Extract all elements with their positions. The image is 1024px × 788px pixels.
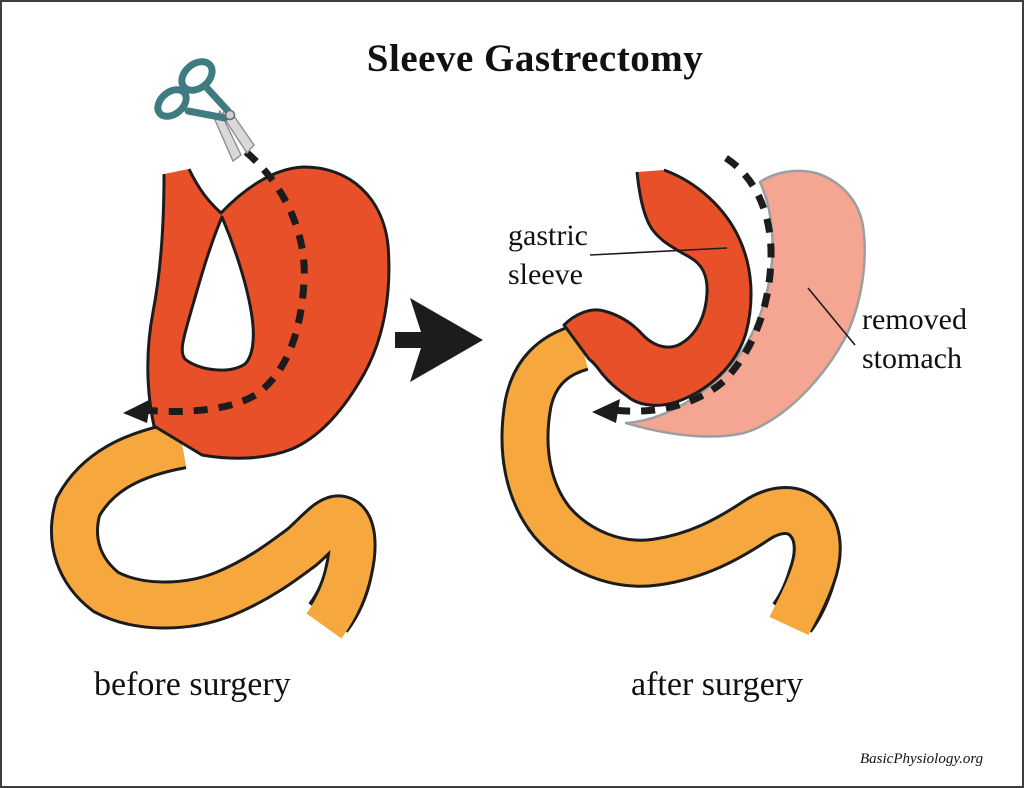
staple-line-dashed [592, 155, 775, 423]
transform-arrow-icon [395, 298, 483, 382]
removed-stomach-label-line2: stomach [862, 342, 962, 375]
scissors-screw [224, 109, 236, 121]
removed-stomach-label-line1: removed [862, 303, 967, 336]
gastric-sleeve-label-line1: gastric [508, 219, 588, 252]
removed-stomach-label: removed stomach [862, 300, 967, 378]
after-surgery-caption: after surgery [631, 666, 804, 703]
scissors-icon [154, 58, 255, 163]
staple-line-arrowhead [592, 399, 620, 423]
after-sleeve-shape [562, 168, 753, 407]
cut-line-dashed [123, 149, 308, 423]
before-intestine-shape [50, 420, 377, 639]
removed-stomach-pointer-line [807, 287, 856, 346]
gastric-sleeve-label-line2: sleeve [508, 258, 583, 291]
credit-text: BasicPhysiology.org [860, 751, 984, 767]
after-intestine-shape [500, 323, 842, 636]
before-surgery-caption: before surgery [94, 666, 291, 703]
cut-line-arrowhead [123, 399, 151, 423]
page-title: Sleeve Gastrectomy [366, 37, 704, 80]
before-stomach-shape [146, 165, 391, 460]
gastric-sleeve-label: gastric sleeve [508, 216, 588, 294]
gastric-sleeve-pointer-line [589, 247, 728, 256]
